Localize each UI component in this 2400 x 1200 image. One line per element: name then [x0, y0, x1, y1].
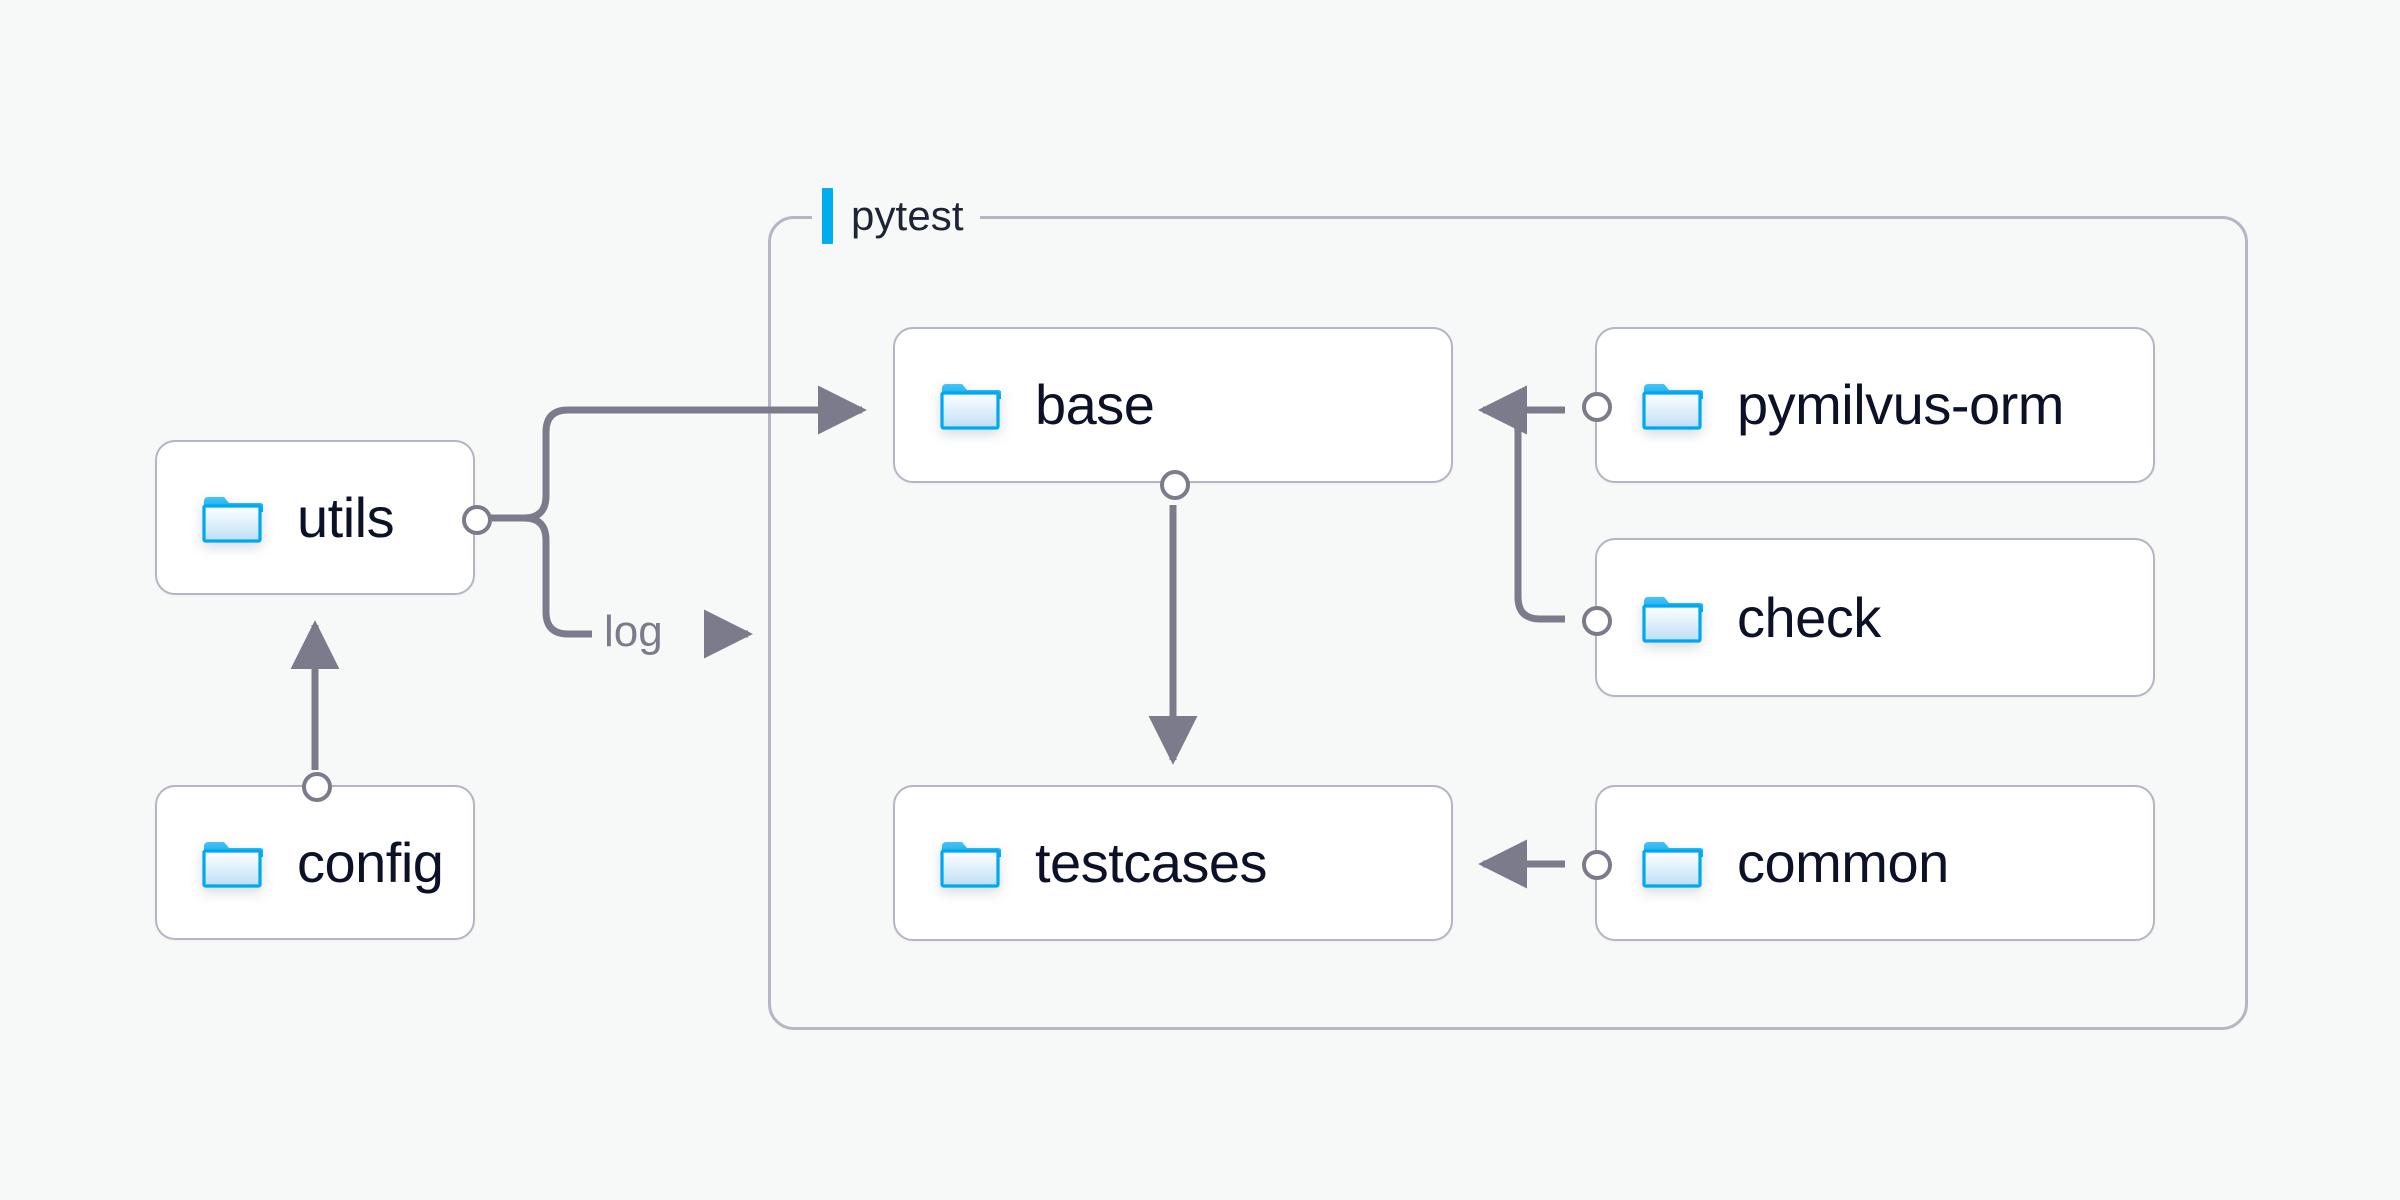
- group-pytest-label: pytest: [812, 188, 980, 244]
- node-pymilvus-orm[interactable]: pymilvus-orm: [1582, 327, 2155, 483]
- port-utils-right[interactable]: [462, 504, 492, 535]
- folder-icon: [1641, 592, 1703, 644]
- node-config[interactable]: config: [155, 772, 475, 940]
- folder-icon: [201, 492, 263, 544]
- port-common-left[interactable]: [1582, 850, 1612, 880]
- port-pymilvus-orm-left[interactable]: [1582, 392, 1612, 422]
- port-config-top[interactable]: [302, 772, 332, 802]
- node-check[interactable]: check: [1582, 538, 2155, 697]
- node-testcases[interactable]: testcases: [893, 785, 1453, 941]
- folder-icon: [1641, 837, 1703, 889]
- node-label: check: [1737, 585, 1881, 649]
- folder-icon: [1641, 379, 1703, 431]
- node-label: pymilvus-orm: [1737, 373, 2064, 436]
- node-utils[interactable]: utils: [155, 440, 492, 595]
- node-common[interactable]: common: [1582, 785, 2155, 941]
- group-accent-bar: [822, 188, 833, 244]
- edge-utils-to-pytest-log: [490, 514, 592, 638]
- folder-icon: [939, 837, 1001, 889]
- node-label: utils: [297, 485, 395, 549]
- node-base[interactable]: base: [893, 327, 1453, 500]
- folder-icon: [939, 379, 1001, 431]
- group-pytest[interactable]: [768, 216, 2248, 1030]
- group-label-text: pytest: [851, 192, 964, 239]
- node-label: common: [1737, 831, 1949, 894]
- port-check-left[interactable]: [1582, 606, 1612, 636]
- node-label: config: [297, 830, 444, 894]
- edge-label-log: log: [604, 607, 663, 656]
- folder-icon: [201, 837, 263, 889]
- node-label: base: [1035, 373, 1155, 436]
- port-base-bottom[interactable]: [1160, 470, 1190, 500]
- node-label: testcases: [1035, 831, 1268, 894]
